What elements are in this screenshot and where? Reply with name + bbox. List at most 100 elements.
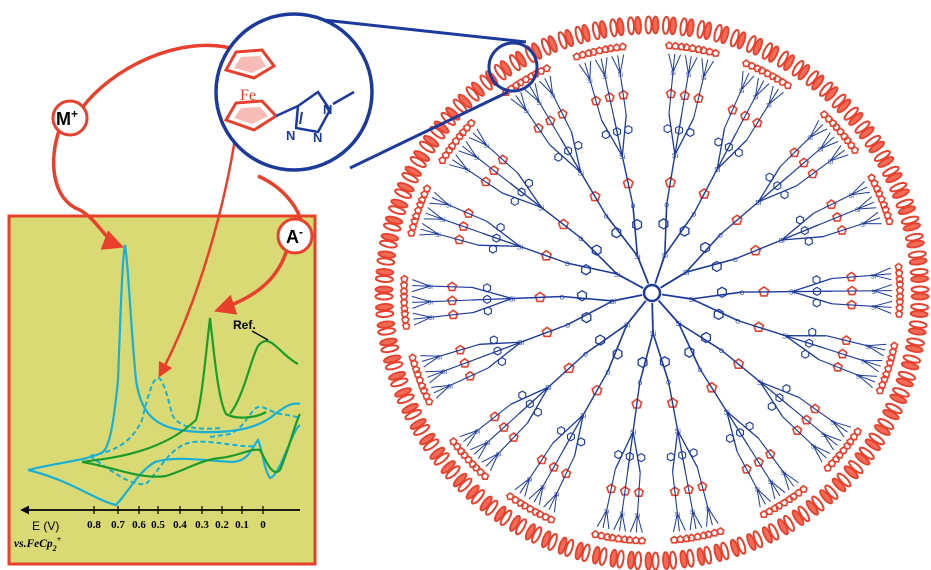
branch-bond (580, 172, 607, 216)
atom-label: Si (861, 360, 866, 366)
triazole-unit (841, 335, 852, 345)
branch-bond (858, 374, 876, 383)
triazole-unit (605, 483, 617, 494)
aryl-ring (581, 311, 592, 324)
branch-bond (538, 80, 554, 95)
branch-bond (423, 355, 440, 368)
branch-bond (672, 54, 682, 73)
axis-tick-label: 0.4 (173, 519, 187, 531)
triazole-unit (846, 271, 857, 282)
atom-label: Si (474, 156, 479, 162)
branch-bond (540, 206, 582, 239)
ferrocene-unit (401, 402, 422, 421)
ferrocene-unit (873, 417, 895, 436)
branch-bond (431, 312, 474, 318)
branch-bond (617, 55, 621, 74)
branch-bond (486, 220, 521, 247)
branch-bond (619, 512, 623, 531)
branch-bond (619, 73, 627, 115)
aryl-ring (577, 289, 588, 302)
triazole-unit (688, 43, 697, 52)
dendrimer-structure: SiOSiSiSiSiOSiSiSiSiSiOSiSiSiSiOSiSiSiSi… (374, 15, 930, 570)
triazole-unit (880, 374, 889, 383)
atom-label: O (740, 291, 745, 297)
triazole-unit (612, 43, 621, 52)
triazole-unit (741, 463, 752, 474)
branch-bond (533, 486, 544, 503)
triazole-unit (542, 64, 551, 73)
branch-bond (430, 285, 473, 288)
atom-label: Si (855, 208, 860, 214)
aryl-ring (800, 225, 809, 236)
ferrocene-unit (609, 548, 625, 569)
ferrocene-unit (882, 165, 903, 184)
branch-bond (419, 233, 439, 236)
triazole-unit (604, 92, 615, 102)
branch-bond (580, 237, 618, 275)
triazole-unit (449, 436, 458, 446)
triazole-unit (693, 93, 704, 103)
branch-bond (604, 75, 615, 118)
branch-bond (791, 290, 832, 305)
aryl-ring (663, 124, 672, 134)
triazole-unit (794, 488, 803, 497)
ferrocene-unit (864, 134, 885, 154)
branch-bond (746, 104, 770, 141)
branch-bond (431, 197, 449, 206)
branch-bond (735, 239, 782, 260)
triazole-unit (591, 529, 600, 539)
branch-bond (459, 429, 478, 438)
atom-label: O (565, 324, 570, 330)
branch-bond (867, 345, 886, 351)
triazole-unit (895, 292, 905, 301)
branch-bond (549, 144, 582, 173)
aryl-ring (524, 178, 533, 188)
branch-bond (510, 98, 527, 111)
ferrocene-unit (854, 120, 875, 140)
triazole-unit (832, 454, 841, 463)
cv-ref-oxidation-curve (229, 339, 299, 415)
ferrocene-unit (679, 17, 695, 38)
atom-label: Si (865, 345, 870, 351)
triazole-unit (836, 127, 845, 136)
ferrocene-unit (591, 545, 608, 566)
branch-bond (678, 322, 722, 351)
aryl-ring (765, 172, 774, 182)
branch-bond (687, 56, 692, 75)
atom-label: Si (484, 144, 489, 150)
atom-label: Si (587, 79, 592, 85)
branch-bond (498, 422, 528, 454)
aryl-ring (483, 283, 492, 293)
atom-label: Si (437, 355, 442, 361)
ferrocene-unit (387, 198, 409, 216)
triazole-unit (693, 532, 702, 541)
triazole-unit (732, 358, 745, 369)
triazole-unit (679, 90, 690, 101)
triazole-unit (591, 384, 603, 396)
triazole-unit (459, 357, 470, 368)
branch-bond (584, 62, 591, 81)
atom-label: Si (781, 471, 786, 477)
atom-label: Si (427, 285, 432, 291)
ferrocene-unit (895, 370, 917, 388)
branch-bond (831, 303, 874, 307)
ferrocene-unit (524, 523, 543, 544)
branch-bond (487, 413, 520, 443)
atom-label: Si (610, 299, 617, 306)
branch-bond (412, 301, 431, 309)
triazole-unit (839, 446, 848, 455)
triazole-unit (846, 299, 857, 310)
atom-label: Si (860, 223, 865, 229)
branch-bond (412, 312, 432, 318)
triazole-unit (716, 526, 725, 535)
ferrocene-unit (854, 446, 875, 466)
branch-bond (755, 83, 770, 97)
branch-bond (857, 374, 873, 388)
branch-bond (563, 414, 584, 451)
triazole-unit (400, 304, 409, 313)
ferrocene-unit (409, 418, 431, 437)
triazole-unit (759, 509, 769, 518)
ferrocene-unit (574, 541, 591, 563)
aryl-ring (496, 222, 505, 233)
